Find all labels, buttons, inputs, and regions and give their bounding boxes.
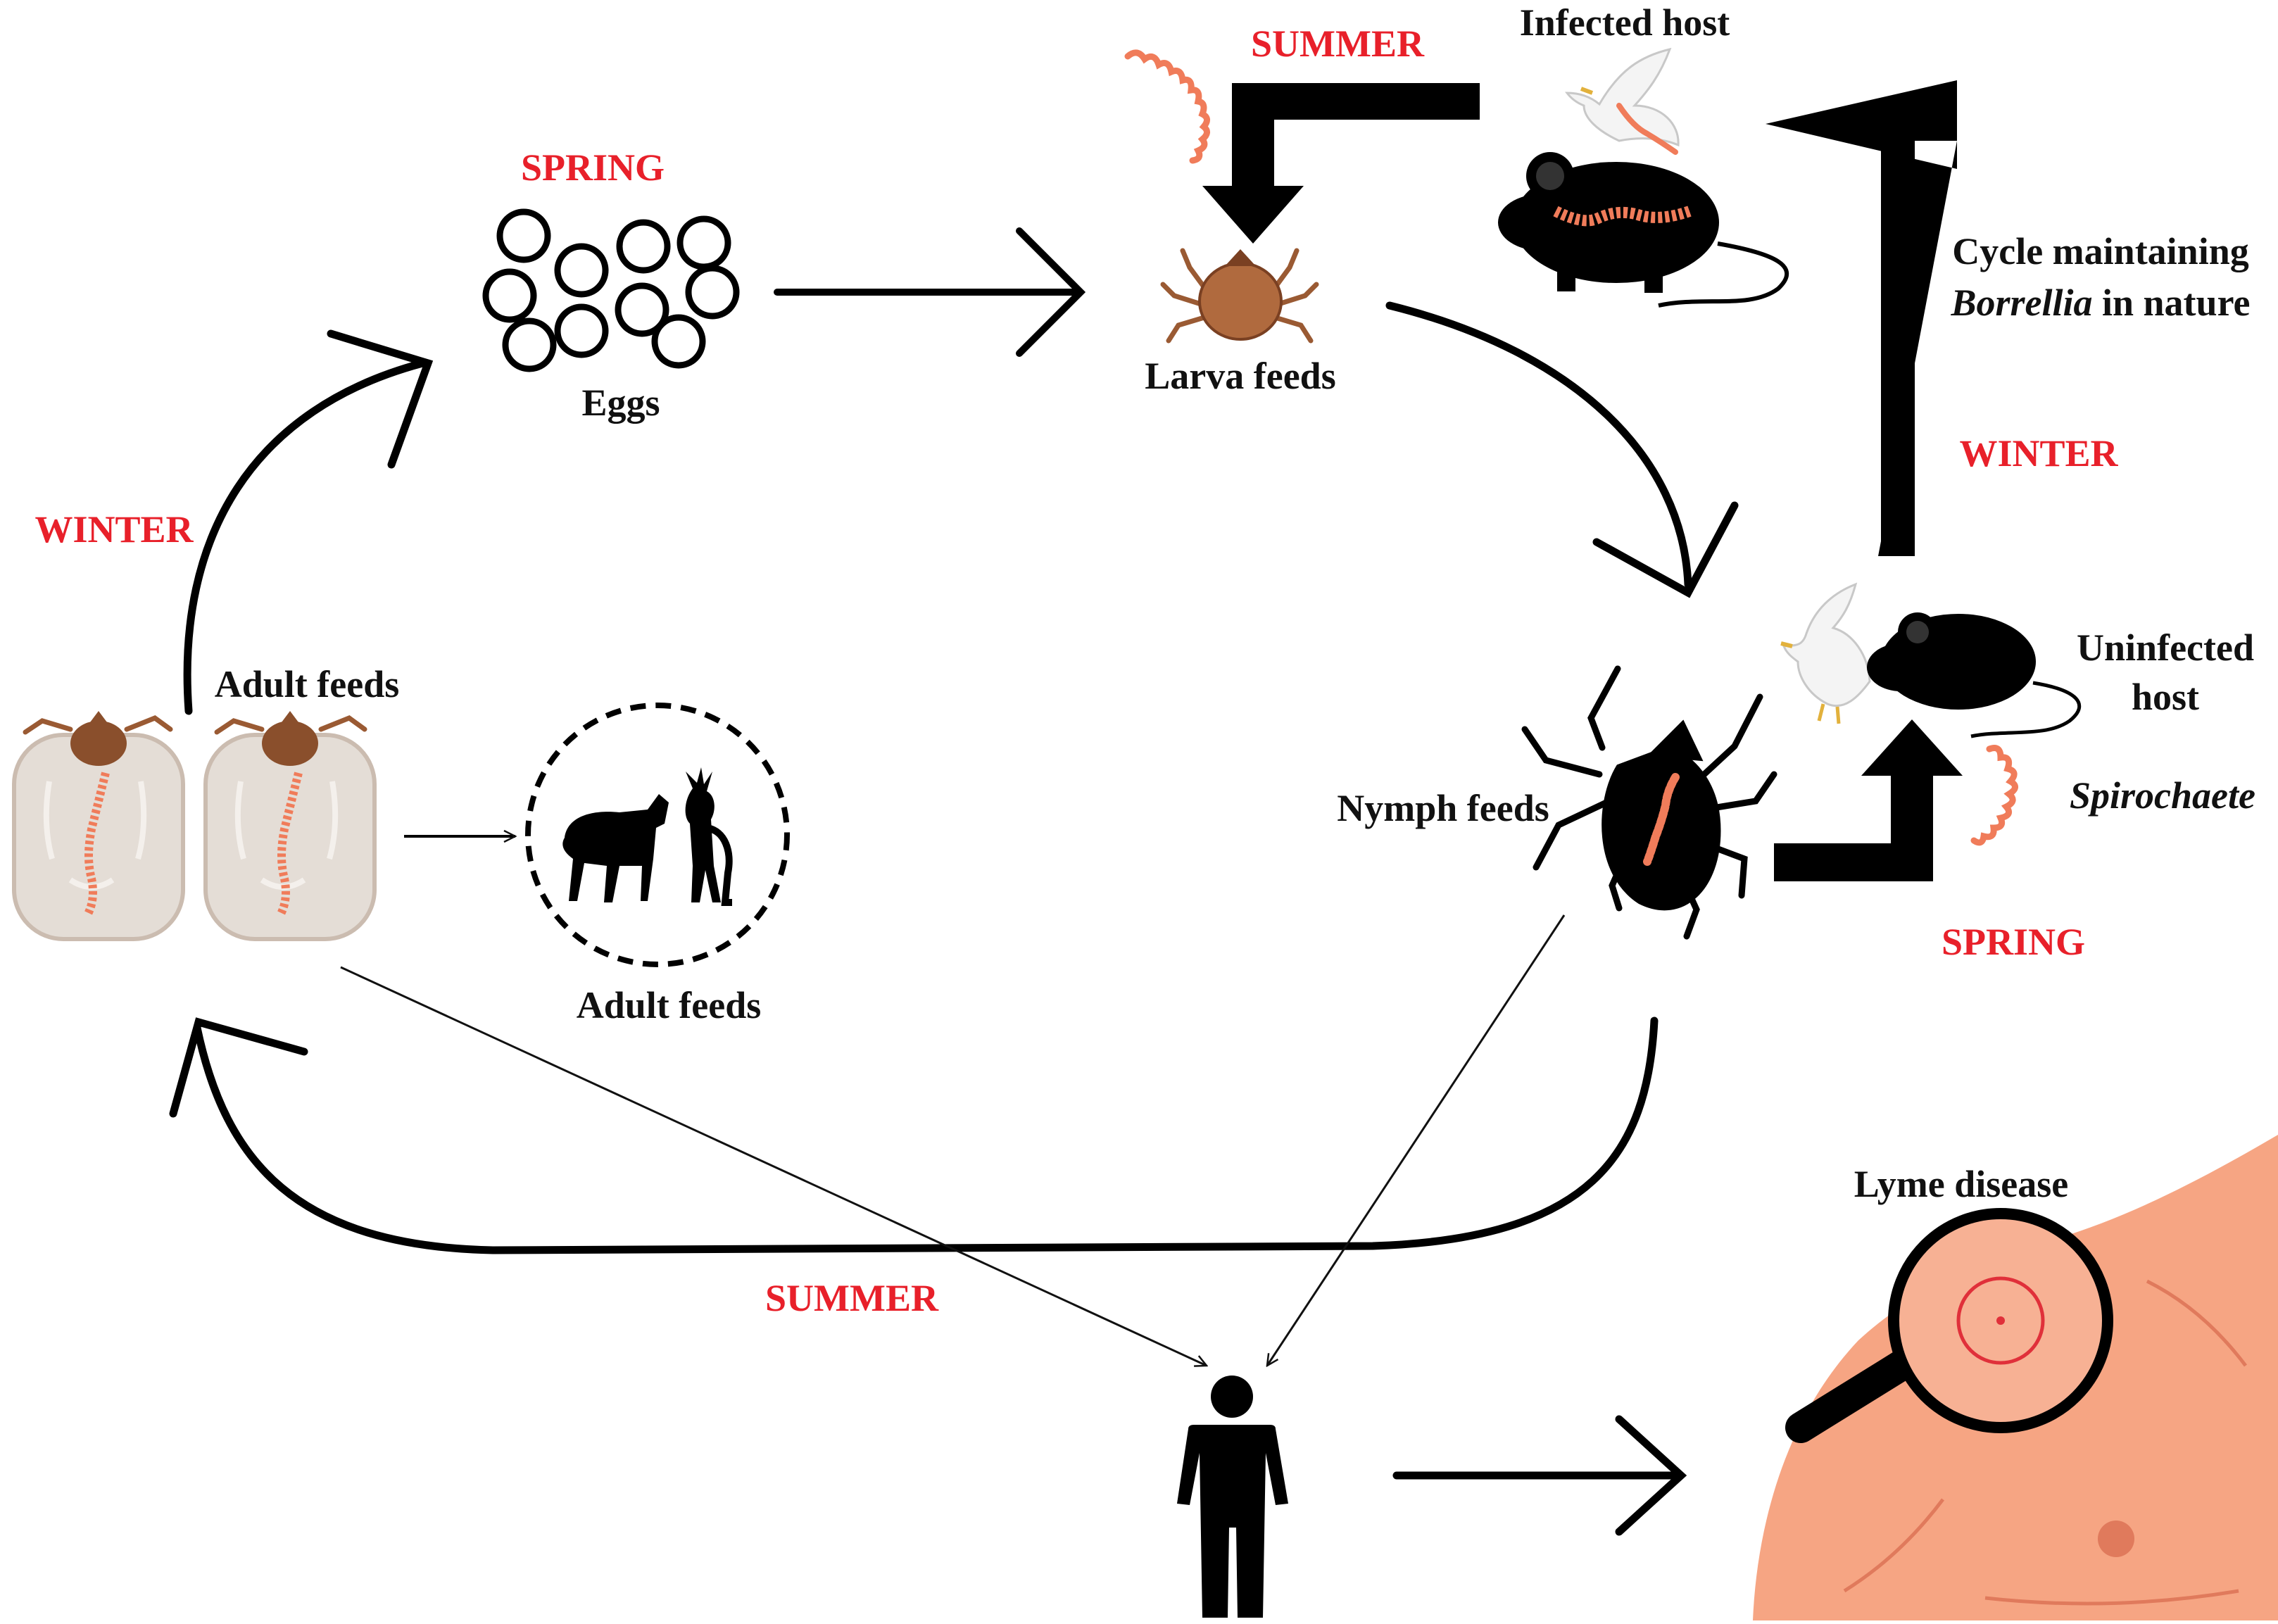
label-uninfected-line1: Uninfected — [2077, 627, 2254, 669]
season-spring-eggs: SPRING — [521, 146, 665, 189]
season-summer-larva: SUMMER — [1251, 23, 1425, 65]
horse-deer-icon — [562, 767, 733, 906]
spirochaete-icon — [1124, 49, 1210, 164]
mouse-icon — [1498, 152, 1789, 308]
season-winter-right: WINTER — [1959, 432, 2118, 474]
arrow-adult-to-human — [340, 966, 1207, 1366]
season-summer-bottom: SUMMER — [765, 1277, 939, 1319]
label-lyme-disease: Lyme disease — [1854, 1163, 2069, 1205]
dove-icon — [1780, 582, 1871, 724]
dove-icon — [1564, 47, 1680, 155]
arrow-nymph-to-adult — [169, 1016, 1659, 1254]
arrow-human-to-lyme — [1392, 1415, 1687, 1536]
season-spring-right: SPRING — [1942, 921, 2085, 963]
host-circle — [525, 703, 790, 967]
label-cycle-italic: Borrellia — [1950, 282, 2092, 324]
label-uninfected-line2: host — [2132, 676, 2199, 718]
larva-tick-icon — [1160, 248, 1319, 344]
arrow-eggs-to-larva — [774, 227, 1086, 357]
engorged-adult-tick-icon — [12, 711, 377, 941]
label-adult-feeds-top: Adult feeds — [215, 663, 400, 705]
label-cycle-line1: Cycle maintaining — [1952, 230, 2249, 272]
arrow-larva-to-nymph — [1385, 301, 1739, 598]
label-larva-feeds: Larva feeds — [1145, 355, 1335, 397]
arrow-infected-to-larva — [1202, 83, 1480, 244]
arrow-nymph-to-human — [1267, 914, 1566, 1366]
label-spirochaete: Spirochaete — [2070, 774, 2255, 817]
magnifying-glass-icon — [1785, 1208, 2113, 1443]
arrow-adult-to-eggs — [183, 329, 434, 715]
nymph-tick-icon — [1521, 665, 1777, 940]
egg-cluster-icon — [482, 208, 740, 372]
spirochaete-icon — [1970, 745, 2018, 846]
label-infected-host: Infected host — [1520, 1, 1730, 44]
season-winter-left: WINTER — [34, 508, 194, 550]
label-cycle-rest: in nature — [2092, 282, 2250, 324]
person-icon — [1177, 1376, 1288, 1618]
label-adult-feeds-circle: Adult feeds — [577, 984, 762, 1026]
label-eggs: Eggs — [581, 382, 660, 424]
label-nymph-feeds: Nymph feeds — [1337, 787, 1549, 829]
mouse-icon — [1867, 612, 2082, 738]
arrow-uninfected-to-infected — [1766, 80, 1963, 881]
label-cycle-line2: Borrellia in nature — [1950, 282, 2250, 324]
